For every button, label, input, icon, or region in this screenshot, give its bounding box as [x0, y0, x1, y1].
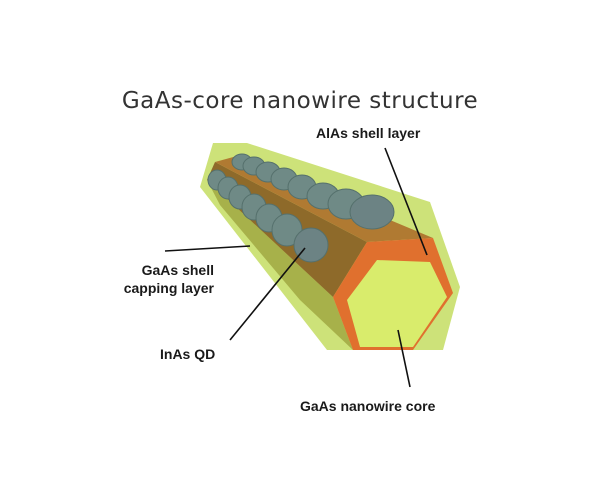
gaas-nanowire-core — [347, 260, 447, 347]
label-inas-qd: InAs QD — [160, 346, 216, 362]
label-gaas-core: GaAs nanowire core — [300, 398, 436, 414]
wire-lower-face — [207, 180, 353, 350]
diagram-title: GaAs-core nanowire structure — [121, 88, 479, 114]
gaas-shell-leader-line — [164, 245, 251, 252]
label-gaas-shell-line2: capping layer — [123, 280, 214, 296]
inas-qd-leader-line — [229, 247, 306, 341]
label-gaas-shell-line1: GaAs shell — [141, 262, 214, 278]
label-alas-shell: AlAs shell layer — [316, 125, 421, 141]
qd-row-side — [207, 169, 329, 263]
qd-row-top — [231, 153, 395, 230]
label-gaas-shell: GaAs shell capping layer — [98, 261, 214, 297]
core-leader-line — [397, 329, 411, 388]
alas-leader-line — [384, 147, 428, 256]
leader-lines — [164, 147, 428, 388]
